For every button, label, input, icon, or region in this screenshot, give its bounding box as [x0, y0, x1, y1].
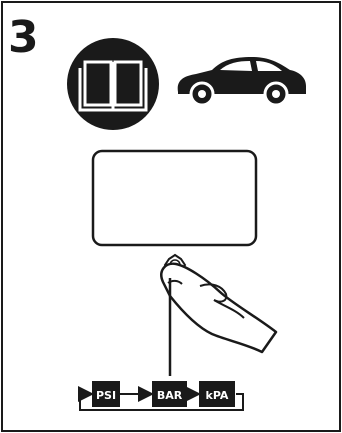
manual-book-icon [67, 38, 159, 130]
svg-text:BAR: BAR [157, 389, 183, 402]
car-icon [178, 57, 306, 105]
svg-text:kPA: kPA [206, 389, 229, 402]
svg-text:PSI: PSI [96, 389, 116, 402]
unit-kpa: kPA [199, 381, 235, 407]
display-screen [93, 151, 256, 245]
unit-psi: PSI [92, 381, 120, 407]
pointing-hand-icon [161, 264, 276, 352]
unit-bar: BAR [152, 381, 187, 407]
step-number: 3 [8, 12, 39, 63]
